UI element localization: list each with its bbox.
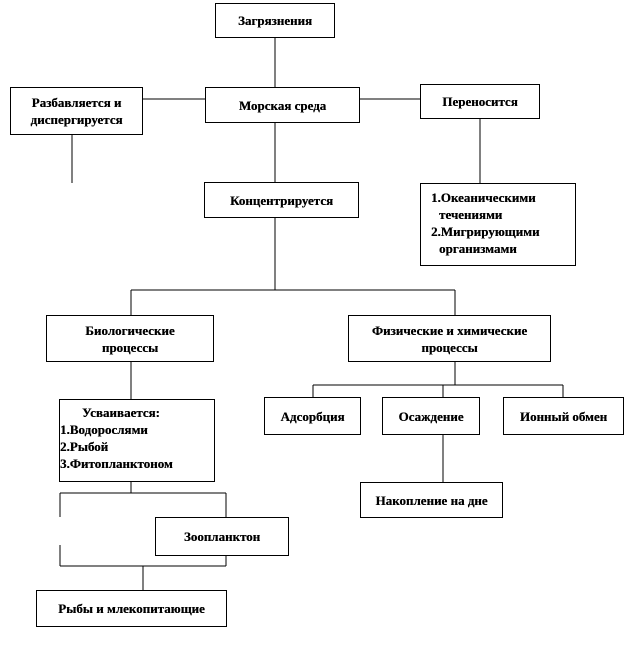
concentrates-label: Концентрируется	[229, 192, 334, 208]
transport-item-1: 1.Океаническими	[431, 190, 536, 205]
bio-processes-line1: Биологические	[85, 322, 175, 338]
transport-item-1-cont: течениями	[439, 207, 503, 222]
transport-item-2: 2.Мигрирующими	[431, 224, 540, 239]
dilutes-label-line2: диспергируется	[30, 112, 123, 127]
phys-chem-line2: процессы	[421, 339, 478, 355]
assimilated-box: Усваивается: 1.Водорослями 2.Рыбой 3.Фит…	[59, 399, 215, 482]
ion-exchange-label: Ионный обмен	[519, 408, 608, 424]
bottom-accumulation-box: Накопление на дне	[360, 482, 503, 518]
precipitation-label: Осаждение	[398, 408, 464, 424]
bio-processes-line2: процессы	[101, 339, 159, 355]
bottom-accumulation-label: Накопление на дне	[375, 492, 488, 508]
phys-chem-line1: Физические и химические	[371, 322, 528, 338]
phys-chem-box: Физические и химические процессы	[348, 315, 551, 362]
marine-environment-box: Морская среда	[205, 87, 360, 123]
marine-environment-label: Морская среда	[238, 97, 327, 113]
fish-mammals-box: Рыбы и млекопитающие	[36, 590, 227, 627]
assimilated-title: Усваивается:	[82, 405, 160, 420]
transport-list-box: 1.Океаническими течениями 2.Мигрирующими…	[420, 183, 576, 266]
fish-mammals-label: Рыбы и млекопитающие	[58, 601, 205, 616]
precipitation-box: Осаждение	[382, 397, 480, 435]
zooplankton-label: Зоопланктон	[183, 529, 261, 544]
bio-processes-box: Биологические процессы	[46, 315, 214, 362]
transport-item-2-cont: организмами	[439, 241, 517, 256]
pollution-box: Загрязнения	[215, 3, 335, 38]
assimilated-item-1: 1.Водорослями	[60, 422, 148, 437]
transported-box: Переносится	[420, 84, 540, 119]
concentrates-box: Концентрируется	[204, 182, 359, 218]
assimilated-item-3: 3.Фитопланктоном	[60, 456, 173, 471]
adsorption-label: Адсорбция	[280, 408, 345, 424]
pollution-label: Загрязнения	[237, 13, 313, 28]
assimilated-item-2: 2.Рыбой	[60, 439, 109, 454]
adsorption-box: Адсорбция	[264, 397, 361, 435]
ion-exchange-box: Ионный обмен	[503, 397, 624, 435]
dilutes-box: Разбавляется и диспергируется	[10, 87, 143, 135]
dilutes-label-line1: Разбавляется и	[31, 95, 122, 110]
zooplankton-box: Зоопланктон	[155, 517, 289, 556]
transported-label: Переносится	[442, 94, 518, 109]
